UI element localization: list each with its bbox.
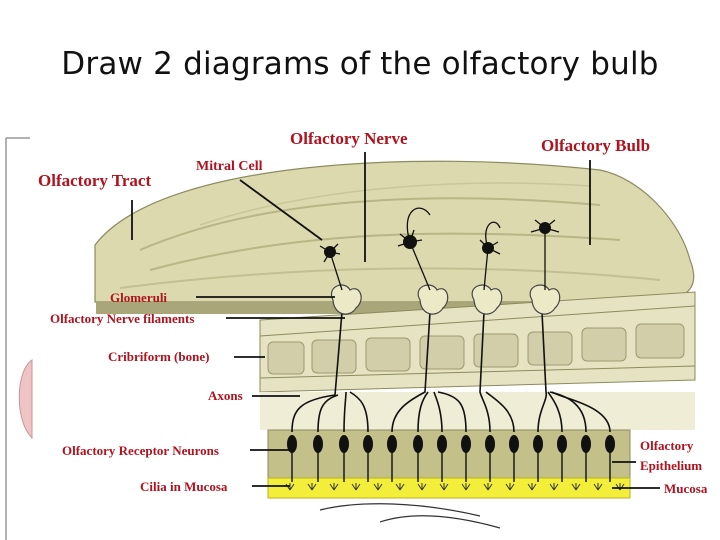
receptor-dendrites [291,452,611,482]
olfactory-bulb [94,160,695,314]
label-nerve-filaments: Olfactory Nerve filaments [50,311,194,326]
label-axons: Axons [208,388,243,403]
label-olfactory-nerve: Olfactory Nerve [290,129,408,148]
label-mucosa: Mucosa [664,481,708,496]
slide-title: Draw 2 diagrams of the olfactory bulb [61,46,659,82]
label-epithelium-line2: Epithelium [640,458,702,473]
label-mitral-cell: Mitral Cell [196,159,263,174]
label-epithelium-line1: Olfactory [640,438,694,453]
axons [291,311,611,433]
cribriform-bone [259,291,696,393]
label-cribriform: Cribriform (bone) [108,349,209,364]
label-receptor-neurons: Olfactory Receptor Neurons [62,443,219,458]
olfactory-epithelium [267,429,631,479]
label-glomeruli: Glomeruli [110,290,167,305]
label-cilia: Cilia in Mucosa [140,479,228,494]
glomeruli [330,284,561,315]
airflow-arrow [319,503,501,529]
mitral-cells [319,207,560,291]
side-tissue-shape [18,359,33,440]
cilia [285,483,625,491]
label-olfactory-bulb: Olfactory Bulb [541,136,650,155]
leader-lines [131,152,660,489]
axon-region [260,392,695,430]
label-olfactory-tract: Olfactory Tract [38,171,151,190]
receptor-neurons [287,435,615,453]
